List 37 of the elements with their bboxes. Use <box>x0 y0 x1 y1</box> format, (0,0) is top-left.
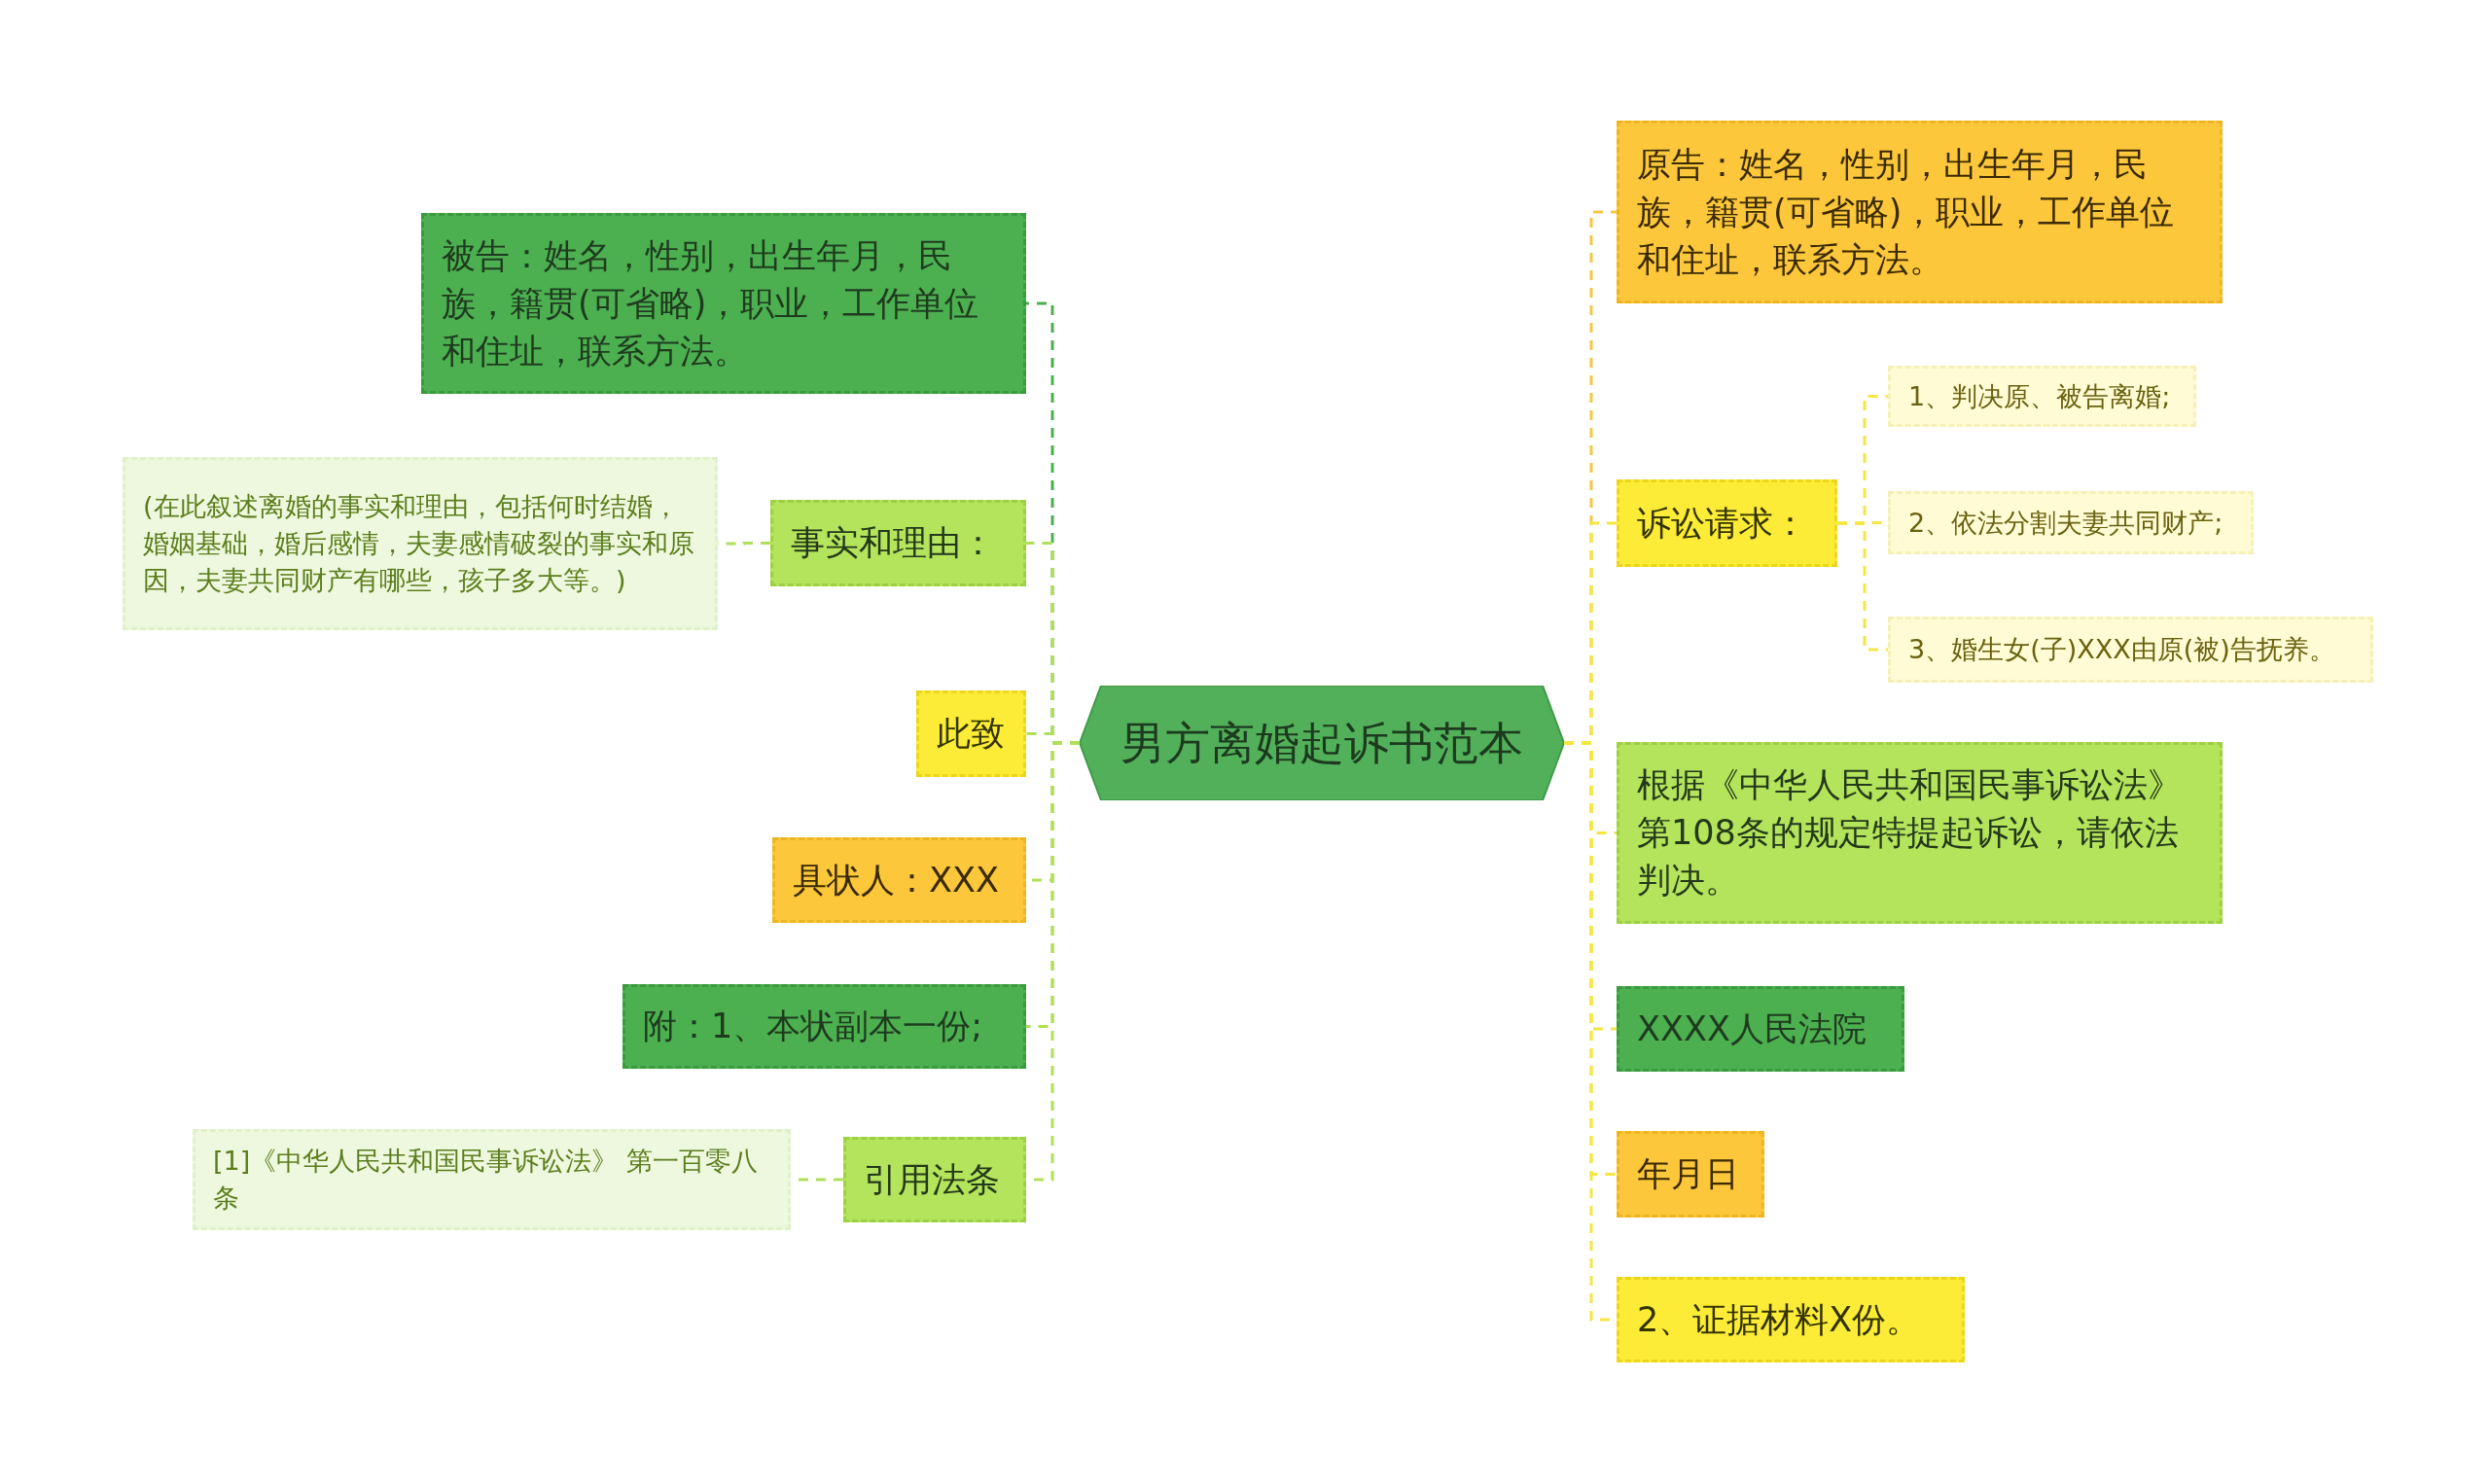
topic-box <box>1617 986 1904 1072</box>
topic-text: 诉讼请求： <box>1637 502 1807 545</box>
topic-box <box>1617 1277 1965 1362</box>
note-box <box>193 1129 791 1230</box>
topic-text: 原告：姓名，性别，出生年月，民族，籍贯(可省略)，职业，工作单位和住址，联系方法。 <box>1637 143 2176 281</box>
topic-text: 事实和理由： <box>791 522 995 564</box>
topic-box <box>1617 479 1837 567</box>
connector-line <box>1837 521 1888 652</box>
central-topic-text: 男方离婚起诉书范本 <box>1120 715 1523 771</box>
topic-text: 引用法条 <box>864 1158 1000 1201</box>
subtopic-box <box>1888 617 2373 683</box>
topic-text: 根据《中华人民共和国民事诉讼法》第108条的规定特提起诉讼，请依法判决。 <box>1637 764 2183 901</box>
topic-text: 2、依法分割夫妻共同财产; <box>1908 506 2223 540</box>
subtopic-box <box>1888 491 2254 554</box>
topic-text: XXXX人民法院 <box>1637 1007 1867 1050</box>
topic-text: 2、证据材料X份。 <box>1637 1298 1921 1341</box>
topic-text: 3、婚生女(子)XXX由原(被)告抚养。 <box>1908 633 2335 667</box>
topic-text: 被告：姓名，性别，出生年月，民族，籍贯(可省略)，职业，工作单位和住址，联系方法。 <box>442 234 980 372</box>
topic-box <box>916 690 1026 777</box>
note-box <box>123 457 718 630</box>
topic-text: 附：1、本状副本一份; <box>643 1006 983 1047</box>
topic-box <box>421 213 1026 394</box>
topic-box <box>622 984 1026 1069</box>
topic-text: 年月日 <box>1637 1153 1739 1195</box>
topic-text: (在此叙述离婚的事实和理由，包括何时结婚，婚姻基础，婚后感情，夫妻感情破裂的事实和原因，夫妻共同财产有哪些，孩子多大等。) <box>143 490 695 597</box>
topic-box <box>770 500 1026 586</box>
subtopic-box <box>1888 366 2196 427</box>
topic-text: 此致 <box>937 713 1005 755</box>
topic-box <box>1617 1131 1764 1218</box>
topic-box <box>1617 742 2223 924</box>
topic-text: [1]《中华人民共和国民事诉讼法》 第一百零八条 <box>213 1145 759 1215</box>
topic-text: 具状人：XXX <box>793 859 999 901</box>
central-topic-hexagon <box>1080 686 1564 800</box>
topic-box <box>772 837 1026 923</box>
topic-box <box>843 1137 1026 1222</box>
topic-box <box>1617 121 2223 303</box>
topic-text: 1、判决原、被告离婚; <box>1908 379 2171 413</box>
